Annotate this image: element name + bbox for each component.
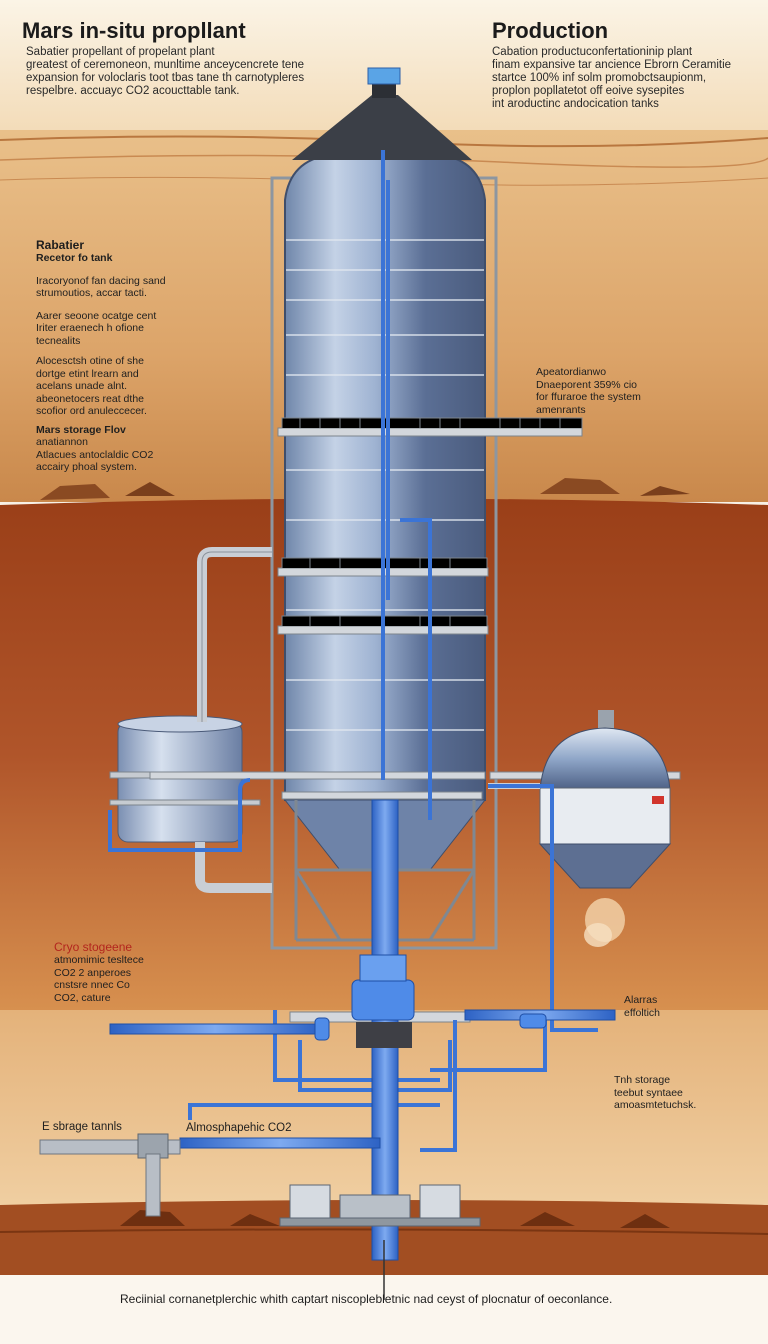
intro-right: Cabation productuconfertationinip plant …: [492, 46, 731, 111]
footer-caption: Reciinial cornanetplerchic whith captart…: [120, 1292, 613, 1306]
right-spherical-tank: [538, 710, 672, 947]
intro-left-line: expansion for voloclaris toot tbas tane …: [26, 72, 305, 84]
annotation-line: for ffuraroe the system: [536, 391, 641, 403]
annotation-line: scofior ord anuleccecer.: [36, 405, 147, 417]
annotation-line: tecnealits: [36, 334, 81, 347]
annotation-line: Apeatordianwo: [536, 366, 607, 378]
intro-right-line: Cabation productuconfertationinip plant: [492, 46, 693, 58]
cryo-heading: Cryo stogeene: [54, 940, 133, 954]
annotation-line: cnstsre nnec Co: [54, 979, 130, 991]
annotation-line: Dnaeporent 359% cio: [536, 378, 637, 391]
annotation-line: Iracoryonof fan dacing sand: [36, 274, 166, 287]
annotation-line: effoltich: [624, 1006, 660, 1019]
right-annotation: Apeatordianwo Dnaeporent 359% cio for ff…: [536, 366, 641, 416]
sabatier-heading: Rabatier: [36, 238, 85, 252]
title-right: Production: [492, 18, 609, 43]
annotation-line: Alarras: [624, 994, 658, 1006]
atmospheric-co2-label: Almosphapehic CO2: [186, 1122, 292, 1134]
intro-left-line: Sabatier propellant of propelant plant: [26, 46, 215, 58]
intro-right-line: startce 100% inf solm promobctsaupionm,: [492, 72, 707, 84]
annotation-line: Atlacues antoclaldic CO2: [36, 448, 154, 461]
annotation-line: accairy phoal system.: [36, 461, 137, 473]
annotation-line: dortge etint lrearn and: [36, 367, 139, 380]
annotation-line: abeonetocers reat dthe: [36, 392, 144, 405]
annotation-line: amenrants: [536, 403, 586, 416]
annotation-line: Aarer seoone ocatge cent: [36, 309, 157, 322]
annotation-line: teebut syntaee: [614, 1086, 683, 1099]
annotation-line: CO2, cature: [54, 991, 111, 1004]
title-left: Mars in-situ propllant: [22, 18, 246, 43]
annotation-line: Tnh storage: [614, 1074, 671, 1086]
sabatier-annotation: Rabatier Recetor fo tank Iracoryonof fan…: [36, 238, 166, 474]
annotation-line: atmomimic tesltece: [54, 954, 144, 966]
sabatier-subheading: Recetor fo tank: [36, 252, 113, 264]
annotation-line: CO2 2 anperoes: [54, 966, 132, 979]
intro-right-line: int aroductinc andocication tanks: [492, 98, 659, 110]
annotation-line: strumoutios, accar tacti.: [36, 287, 147, 299]
intro-left-line: greatest of ceremoneon, munltime anceyce…: [26, 59, 305, 71]
mars-storage-heading: Mars storage Flov: [36, 423, 126, 436]
annotation-line: Iriter eraenech h ofione: [36, 322, 144, 334]
annotation-line: amoasmtetuchsk.: [614, 1099, 697, 1111]
intro-right-line: finam expansive tar ancience Ebrorn Cera…: [492, 59, 732, 71]
intro-left-line: respelbre. accuayc CO2 acoucttable tank.: [26, 85, 240, 97]
annotation-line: acelans unade alnt.: [36, 380, 128, 392]
intro-right-line: proplon popllatetot off eoive sysepites: [492, 85, 685, 97]
storage-right-label: Tnh storage teebut syntaee amoasmtetuchs…: [614, 1074, 696, 1112]
annotation-line: Alocesctsh otine of she: [36, 355, 144, 367]
annotation-line: anatiannon: [36, 436, 88, 448]
cryo-annotation: Cryo stogeene atmomimic tesltece CO2 2 a…: [54, 940, 144, 1004]
intro-left: Sabatier propellant of propelant plant g…: [26, 46, 304, 98]
storage-tanks-label: E sbrage tannls: [42, 1121, 122, 1133]
alarras-label: Alarras effoltich: [624, 994, 660, 1019]
